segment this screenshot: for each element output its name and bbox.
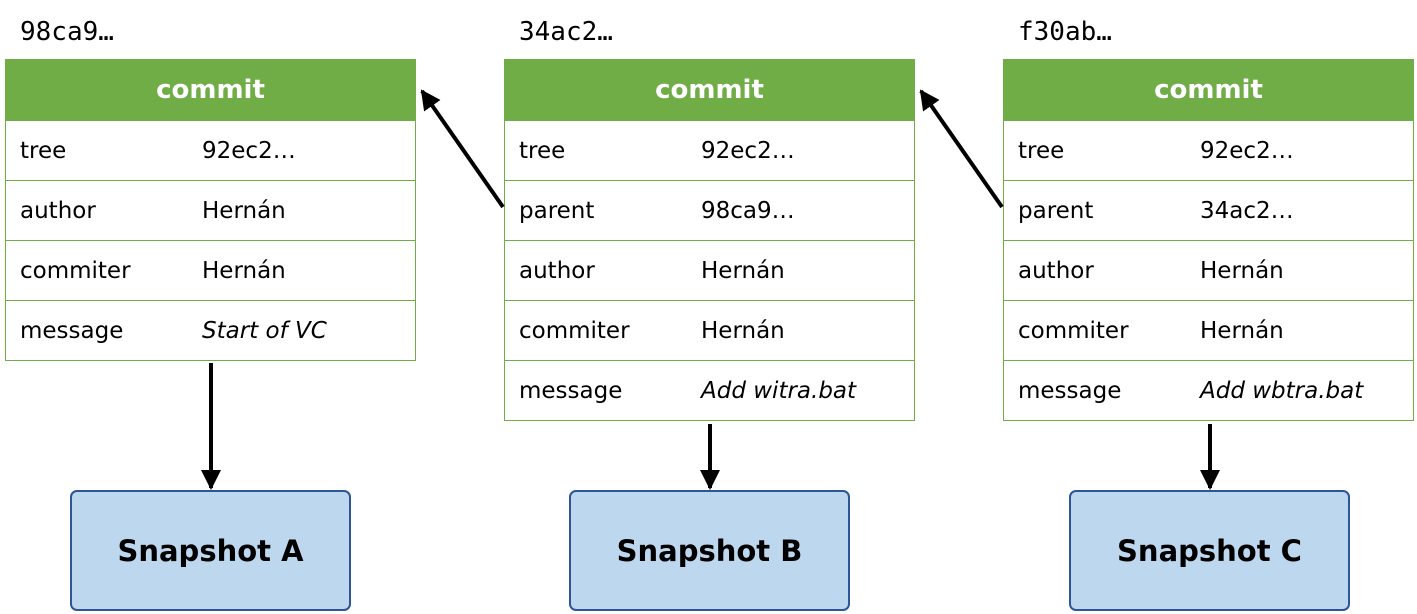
row-key: author: [1018, 257, 1094, 284]
commit-box-1: commit tree 92ec2… author Hernán commite…: [5, 59, 416, 361]
commit-header: commit: [505, 60, 914, 120]
commit-row-parent: parent 98ca9…: [505, 180, 914, 240]
row-key: commiter: [1018, 317, 1129, 344]
commit-row-author: author Hernán: [6, 180, 415, 240]
snapshot-label: Snapshot C: [1117, 533, 1302, 568]
row-value: Add witra.bat: [701, 377, 857, 404]
commit-row-message: message Start of VC: [6, 300, 415, 360]
commit-header: commit: [1004, 60, 1413, 120]
commit-row-tree: tree 92ec2…: [6, 120, 415, 180]
row-value: Hernán: [701, 257, 785, 284]
row-value: Hernán: [202, 197, 286, 224]
commit-row-tree: tree 92ec2…: [1004, 120, 1413, 180]
commit-hash-label: 34ac2…: [519, 17, 613, 47]
snapshot-label: Snapshot B: [616, 533, 803, 568]
row-value: 92ec2…: [701, 137, 795, 164]
row-key: author: [519, 257, 595, 284]
row-value: 98ca9…: [701, 197, 795, 224]
commit-box-2: commit tree 92ec2… parent 98ca9… author …: [504, 59, 915, 421]
row-value: 92ec2…: [1200, 137, 1294, 164]
commit-row-commiter: commiter Hernán: [6, 240, 415, 300]
row-value: Start of VC: [202, 317, 327, 344]
commit-row-message: message Add wbtra.bat: [1004, 360, 1413, 420]
parent-arrow: [919, 89, 1004, 209]
row-key: commiter: [519, 317, 630, 344]
commit-box-3: commit tree 92ec2… parent 34ac2… author …: [1003, 59, 1414, 421]
commit-row-parent: parent 34ac2…: [1004, 180, 1413, 240]
row-value: Hernán: [1200, 257, 1284, 284]
row-key: message: [519, 377, 623, 404]
commit-row-commiter: commiter Hernán: [1004, 300, 1413, 360]
commit-row-commiter: commiter Hernán: [505, 300, 914, 360]
row-value: Hernán: [202, 257, 286, 284]
parent-arrow: [420, 89, 505, 209]
commit-row-tree: tree 92ec2…: [505, 120, 914, 180]
row-key: tree: [20, 137, 67, 164]
row-value: Add wbtra.bat: [1200, 377, 1364, 404]
commit-row-author: author Hernán: [505, 240, 914, 300]
snapshot-c: Snapshot C: [1069, 490, 1350, 611]
row-key: message: [1018, 377, 1122, 404]
row-value: 92ec2…: [202, 137, 296, 164]
row-key: author: [20, 197, 96, 224]
commit-row-message: message Add witra.bat: [505, 360, 914, 420]
commit-header: commit: [6, 60, 415, 120]
row-value: Hernán: [701, 317, 785, 344]
snapshot-a: Snapshot A: [70, 490, 351, 611]
row-key: commiter: [20, 257, 131, 284]
snapshot-b: Snapshot B: [569, 490, 850, 611]
commit-row-author: author Hernán: [1004, 240, 1413, 300]
row-key: tree: [519, 137, 566, 164]
commit-hash-label: f30ab…: [1018, 17, 1112, 47]
row-key: tree: [1018, 137, 1065, 164]
snapshot-label: Snapshot A: [117, 533, 304, 568]
commit-hash-label: 98ca9…: [20, 17, 114, 47]
row-value: Hernán: [1200, 317, 1284, 344]
row-value: 34ac2…: [1200, 197, 1294, 224]
row-key: parent: [519, 197, 595, 224]
row-key: message: [20, 317, 124, 344]
row-key: parent: [1018, 197, 1094, 224]
